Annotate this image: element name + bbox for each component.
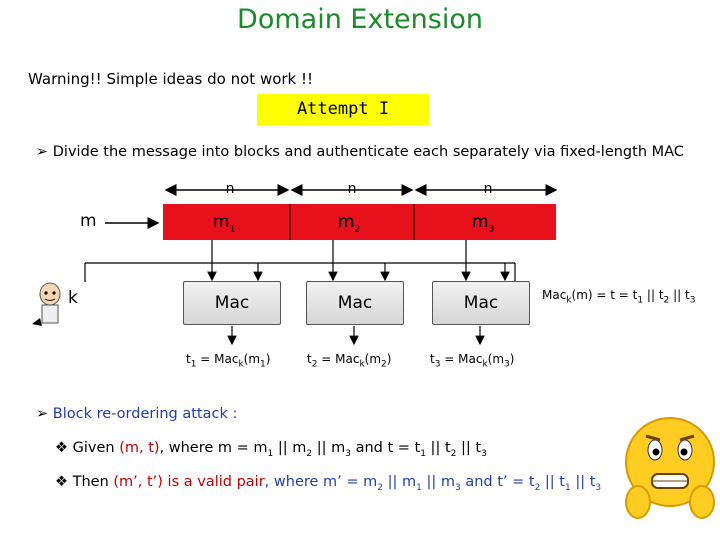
- arrow-bullet-icon: ➢: [36, 144, 49, 160]
- block-label-3: m3: [472, 212, 495, 235]
- arrow-bullet-icon: ➢: [36, 406, 49, 422]
- attempt-label: Attempt I: [257, 94, 429, 125]
- tag-label-3: t3 = Mack(m3): [430, 352, 515, 370]
- input-m-label: m: [80, 211, 97, 231]
- block-label-2: m2: [338, 212, 361, 235]
- scared-emoji-icon: [625, 417, 715, 519]
- then-line: ❖ Then (m’, t’) is a valid pair, where m…: [55, 474, 602, 493]
- bullet-divide: ➢ Divide the message into blocks and aut…: [36, 144, 684, 160]
- page-title: Domain Extension: [237, 4, 483, 35]
- person-with-key-icon: [32, 282, 61, 326]
- concat-tag-label: Mack(m) = t = t1 || t2 || t3: [542, 288, 696, 306]
- tag-label-1: t1 = Mack(m1): [186, 352, 271, 370]
- tag-label-2: t2 = Mack(m2): [307, 352, 392, 370]
- bullet-attack-text: Block re-ordering attack :: [52, 406, 238, 422]
- diamond-bullet-icon: ❖: [55, 440, 68, 456]
- block-label-1: m1: [213, 212, 236, 235]
- n-label-1: n: [225, 181, 235, 197]
- mac-diagram: [84, 184, 558, 346]
- mac-box-2: Mac: [306, 281, 404, 325]
- mac-box-1: Mac: [183, 281, 281, 325]
- message-block: [163, 204, 556, 240]
- bullet-divide-text: Divide the message into blocks and authe…: [52, 144, 684, 160]
- n-label-3: n: [483, 181, 493, 197]
- mac-box-3: Mac: [432, 281, 530, 325]
- n-label-2: n: [347, 181, 357, 197]
- warning-text: Warning!! Simple ideas do not work !!: [28, 70, 314, 88]
- bullet-attack: ➢ Block re-ordering attack :: [36, 406, 237, 422]
- given-line: ❖ Given (m, t), where m = m1 || m2 || m3…: [55, 440, 487, 459]
- key-k-label: k: [68, 288, 78, 308]
- diamond-bullet-icon: ❖: [55, 474, 68, 490]
